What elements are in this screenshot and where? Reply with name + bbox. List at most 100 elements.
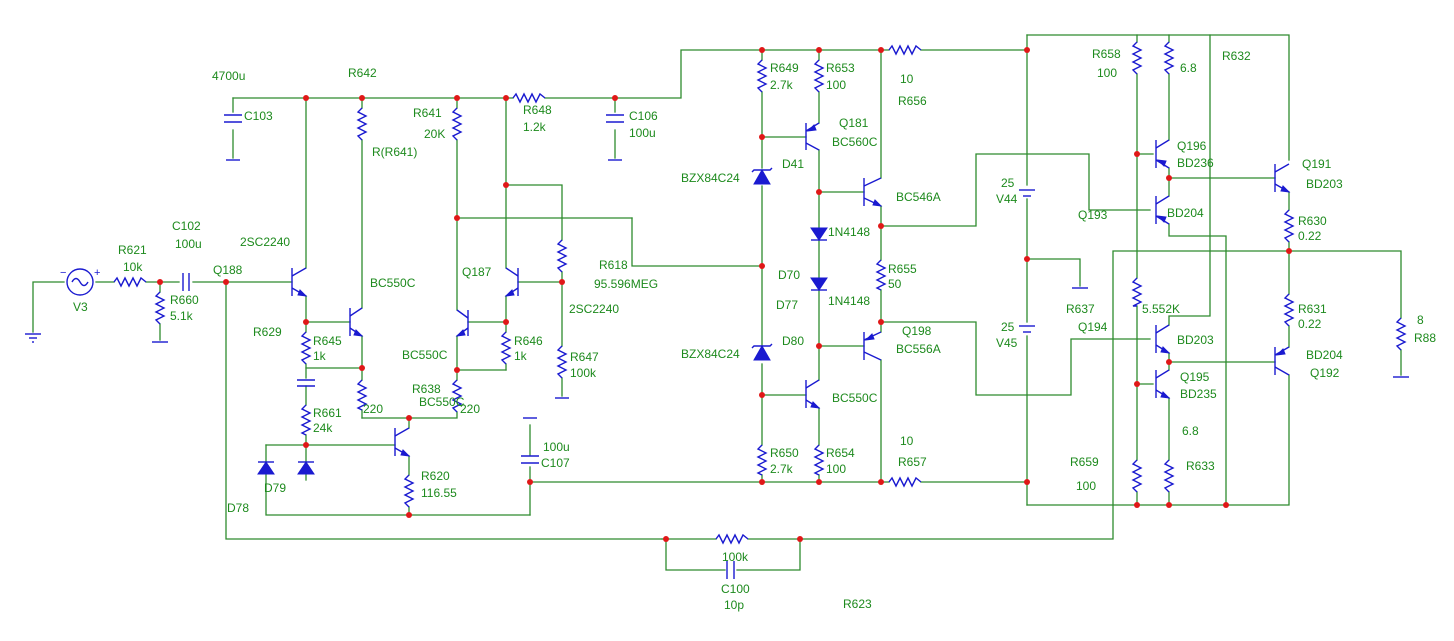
component-label: 100 [826,462,846,476]
component-label: 1N4148 [828,294,870,308]
r654-resistor [813,444,825,476]
bc550c-npn-transistor [455,309,469,337]
component-label: 2.7k [770,78,794,92]
component-label: 25 [1001,176,1015,190]
r648-resistor [512,92,546,104]
component-label: R631 [1298,302,1327,316]
q196-pnp-transistor [1155,139,1170,169]
component-label: 0.22 [1298,229,1322,243]
component-label: R620 [421,469,450,483]
v45-battery [1019,325,1035,333]
component-label: R637 [1066,302,1095,316]
component-label: R641 [413,106,442,120]
component-label: 95.596MEG [594,277,658,291]
q194-npn-transistor [1155,324,1171,354]
component-label: Q188 [213,263,243,277]
component-label: Q192 [1310,366,1340,380]
component-label: R618 [599,258,628,272]
component-label: BD235 [1180,387,1217,401]
bc550c-npn-transistor [349,307,364,337]
d77-diode [810,277,828,291]
r661-resistor [300,404,312,436]
d79-diode [257,461,275,475]
component-label: Q194 [1078,320,1108,334]
r646-resistor [500,331,512,365]
v3-minus-sign: − [60,267,66,279]
component-label: 4700u [212,69,245,83]
component-label: 100 [1097,66,1117,80]
component-label: 5.552K [1142,302,1180,316]
component-label: Q181 [839,116,869,130]
component-label: 6.8 [1180,61,1197,75]
transistors [291,122,1291,457]
component-label: BZX84C24 [681,171,740,185]
v44-battery [1019,189,1035,197]
component-label: 2SC2240 [240,235,290,249]
component-label: BC550C [370,276,416,290]
component-label: R623 [843,597,872,611]
component-label: R629 [253,325,282,339]
component-label: 6.8 [1182,424,1199,438]
component-label: R658 [1092,47,1121,61]
c107-capacitor [521,455,539,464]
component-label: 2.7k [770,462,794,476]
d80-zener-diode [751,343,773,361]
component-label: Q191 [1302,157,1332,171]
component-label: 100k [722,550,749,564]
component-label: R654 [826,446,855,460]
r623-resistor [715,533,749,545]
q188-npn-transistor [291,267,308,297]
r637-resistor [1131,277,1143,307]
component-label: R647 [570,350,599,364]
bc550c-npn-transistor [805,379,821,409]
v3-source-icon [66,268,94,296]
bc546a-npn-transistor [863,177,883,207]
component-label: 100u [629,126,656,140]
r645-resistor [300,331,312,365]
q193-pnp-transistor [1155,195,1170,225]
r660-resistor [154,291,166,325]
r649-resistor [756,59,768,93]
component-label: 100u [175,237,202,251]
component-label: BD204 [1167,206,1204,220]
components: − + [25,41,1409,579]
component-label: R646 [514,334,543,348]
component-label: D77 [776,298,798,312]
component-label: Q196 [1177,139,1207,153]
component-label: Q193 [1078,208,1108,222]
component-label: R632 [1222,49,1251,63]
component-label: R621 [118,243,147,257]
component-label: C106 [629,109,658,123]
c106-capacitor [606,114,624,123]
component-label: BD236 [1177,156,1214,170]
q198-pnp-transistor [863,331,882,361]
c100-capacitor [726,561,735,579]
component-label: BZX84C24 [681,347,740,361]
component-label: 25 [1001,320,1015,334]
r656-resistor [888,44,922,56]
component-label: Q187 [462,265,492,279]
component-label: BC556A [896,342,941,356]
r638-resistor [451,379,463,413]
junction-dots [157,47,1292,542]
r655-resistor [875,259,887,291]
r641-resistor [451,107,463,141]
component-label: 1.2k [523,120,547,134]
component-label: R649 [770,61,799,75]
component-label: 0.22 [1298,317,1322,331]
component-label: 220 [363,402,383,416]
component-label: 1N4148 [828,225,870,239]
component-label: BC550C [832,391,878,405]
component-label: C107 [541,456,570,470]
component-label: 100k [570,366,597,380]
component-label: R648 [523,103,552,117]
q195-npn-transistor [1155,369,1171,399]
component-label: R(R641) [372,145,417,159]
ground-icon [25,333,41,343]
component-label: 100 [1076,479,1096,493]
component-label: R659 [1070,455,1099,469]
component-label: C103 [244,109,273,123]
r653-resistor [813,59,825,93]
r657-resistor [888,476,922,488]
